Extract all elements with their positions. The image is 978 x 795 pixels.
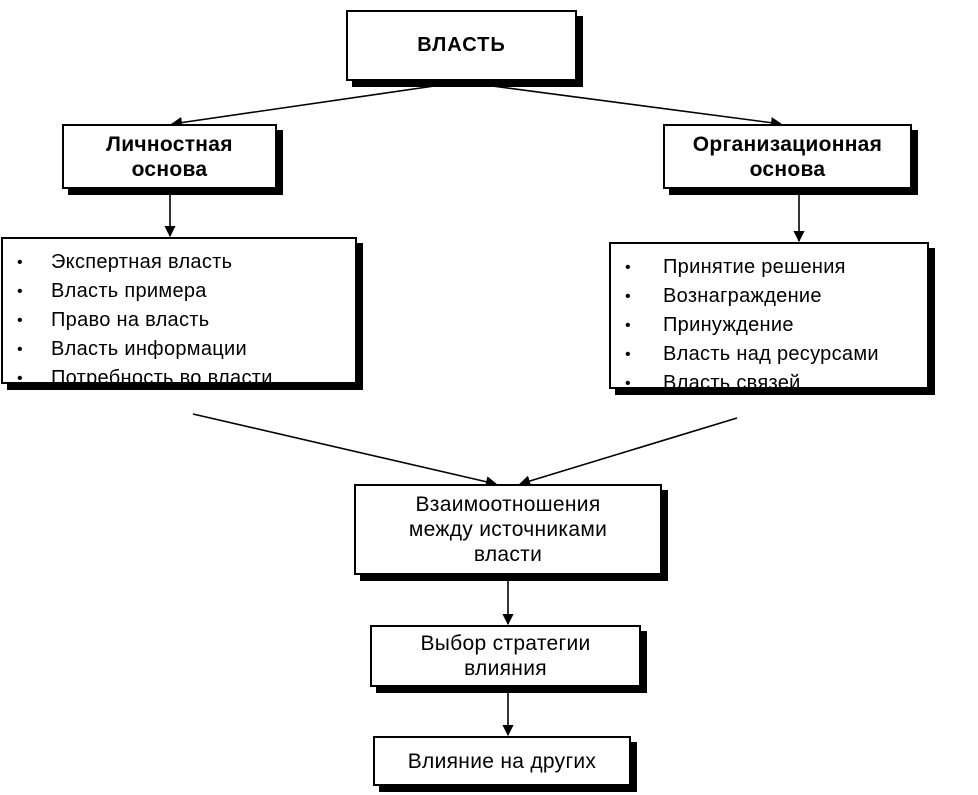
personal-basis-label: Личностная основа bbox=[106, 132, 233, 181]
list-item-label: Власть связей bbox=[663, 372, 801, 394]
influence-label: Влияние на других bbox=[407, 749, 597, 773]
bullet-icon: • bbox=[625, 375, 631, 392]
bullet-icon: • bbox=[625, 259, 631, 276]
arrow-root-to-personal bbox=[170, 81, 463, 129]
influence-box: Влияние на других bbox=[373, 736, 631, 786]
list-item-label: Экспертная власть bbox=[51, 251, 233, 273]
list-item: • Потребность во власти bbox=[3, 364, 355, 393]
arrow-personal-list-to-relations bbox=[192, 413, 498, 488]
bullet-icon: • bbox=[17, 370, 23, 387]
arrow-org-list-to-relations bbox=[518, 417, 738, 487]
list-item: • Принятие решения bbox=[611, 253, 927, 282]
organizational-basis-label: Организационная основа bbox=[692, 132, 883, 181]
organizational-basis-box: Организационная основа bbox=[663, 124, 912, 189]
list-item: • Экспертная власть bbox=[3, 248, 355, 277]
list-item-label: Вознаграждение bbox=[663, 285, 822, 307]
personal-basis-box: Личностная основа bbox=[62, 124, 277, 189]
bullet-icon: • bbox=[17, 341, 23, 358]
bullet-icon: • bbox=[17, 312, 23, 329]
bullet-icon: • bbox=[625, 346, 631, 363]
power-root-box: ВЛАСТЬ bbox=[346, 10, 577, 81]
list-item-label: Принятие решения bbox=[663, 256, 846, 278]
bullet-icon: • bbox=[625, 288, 631, 305]
personal-sources-list: • Экспертная власть • Власть примера • Прав… bbox=[3, 248, 355, 393]
list-item-label: Власть примера bbox=[51, 280, 207, 302]
list-item: • Власть примера bbox=[3, 277, 355, 306]
relations-box: Взаимоотношения между источниками власти bbox=[354, 484, 662, 575]
arrow-root-to-organizational bbox=[461, 81, 783, 129]
bullet-icon: • bbox=[17, 254, 23, 271]
list-item: • Право на власть bbox=[3, 306, 355, 335]
bullet-icon: • bbox=[625, 317, 631, 334]
bullet-icon: • bbox=[17, 283, 23, 300]
list-item-label: Принуждение bbox=[663, 314, 794, 336]
personal-sources-list-box: • Экспертная власть • Власть примера • Прав… bbox=[1, 237, 357, 389]
list-item: • Принуждение bbox=[611, 311, 927, 340]
list-item: • Власть над ресурсами bbox=[611, 340, 927, 369]
list-item: • Власть информации bbox=[3, 335, 355, 364]
list-item-label: Потребность во власти bbox=[51, 367, 273, 389]
strategy-choice-box: Выбор стратегии влияния bbox=[370, 625, 641, 687]
power-root-label: ВЛАСТЬ bbox=[417, 34, 506, 56]
organizational-sources-list: • Принятие решения • Вознаграждение • Прину… bbox=[611, 253, 927, 398]
list-item-label: Право на власть bbox=[51, 309, 210, 331]
strategy-choice-label: Выбор стратегии влияния bbox=[420, 632, 591, 680]
list-item: • Власть связей bbox=[611, 369, 927, 398]
relations-label: Взаимоотношения между источниками власти bbox=[408, 493, 608, 566]
list-item: • Вознаграждение bbox=[611, 282, 927, 311]
organizational-sources-list-box: • Принятие решения • Вознаграждение • Прину… bbox=[609, 242, 929, 394]
list-item-label: Власть над ресурсами bbox=[663, 343, 879, 365]
list-item-label: Власть информации bbox=[51, 338, 247, 360]
